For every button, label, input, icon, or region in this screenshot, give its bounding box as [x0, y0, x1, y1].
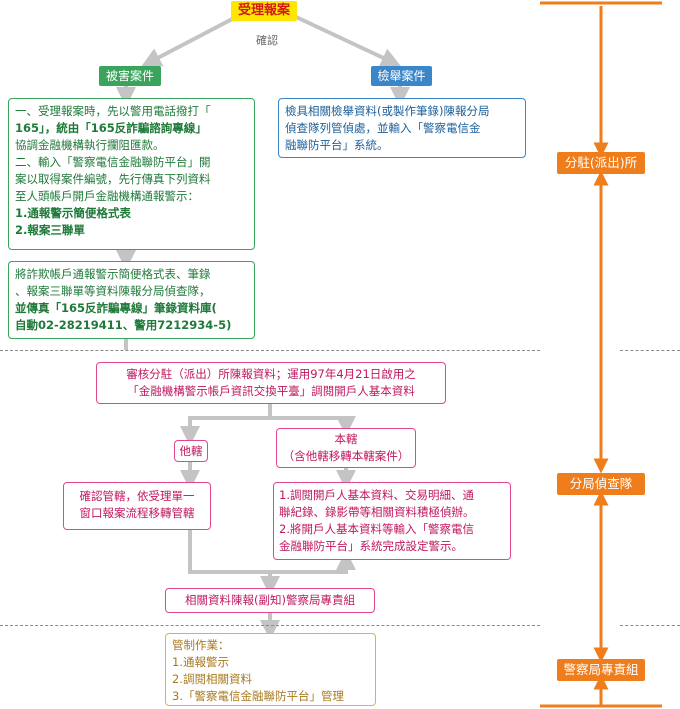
own-line-1: 1.調閱開戶人基本資料、交易明細、通 — [279, 488, 474, 502]
control-line-2: 1.通報警示 — [172, 655, 229, 669]
report-procedure-box: 檢具相關檢舉資料(或製作筆錄)陳報分局 偵查隊列管偵處，並輸入「警察電信金 融聯… — [278, 98, 526, 158]
arrow-review-to-own — [270, 416, 356, 436]
other-line-2: 窗口報案流程移轉管轄 — [79, 506, 195, 520]
review-box: 審核分駐（派出）所陳報資料；運用97年4月21日啟用之 「金融機構警示帳戶資訊交… — [96, 362, 446, 404]
victim-line-5: 案以取得案件編號，先行傳真下列資料 — [15, 172, 211, 186]
level-bureau: 警察局專責組 — [557, 659, 645, 681]
victim-line-7: 1.通報警示簡便格式表 — [15, 206, 131, 220]
own-tag-line-1: 本轄 — [334, 432, 358, 446]
control-box: 管制作業： 1.通報警示 2.調閱相關資料 3.「警察電信金融聯防平台」管理 — [165, 633, 376, 706]
victim-line-2: 165」，統由「165反詐騙諮詢專線」 — [15, 121, 207, 135]
arrow-review-split — [180, 404, 272, 446]
victim-procedure-box: 一、受理報案時，先以警用電話撥打「 165」，統由「165反詐騙諮詢專線」 協調… — [8, 98, 255, 250]
control-line-1: 管制作業： — [172, 638, 230, 652]
other-jurisdiction-tag: 他轄 — [174, 440, 208, 462]
start-node: 受理報案 — [231, 1, 297, 21]
fax-line-4: 自動02-28219411、警用7212934-5) — [15, 318, 232, 332]
report-line-1: 檢具相關檢舉資料(或製作筆錄)陳報分局 — [285, 104, 490, 118]
control-line-3: 2.調閱相關資料 — [172, 672, 252, 686]
fax-line-2: 、報案三聯單等資料陳報分局偵查隊， — [15, 284, 211, 298]
victim-line-3: 協調金融機構執行攔阻匯款。 — [15, 138, 165, 152]
review-line-1: 審核分駐（派出）所陳報資料；運用97年4月21日啟用之 — [126, 367, 416, 381]
level-division: 分局偵查隊 — [557, 473, 645, 495]
fax-line-1: 將詐欺帳戶通報警示簡便格式表、筆錄 — [15, 267, 211, 281]
confirm-label: 確認 — [256, 34, 278, 47]
own-tag-line-2: （含他轄移轉本轄案件） — [282, 449, 410, 463]
own-line-3: 2.將開戶人基本資料等輸入「警察電信 — [279, 522, 474, 536]
report-to-bureau-box: 相關資料陳報(副知)警察局專責組 — [165, 588, 375, 613]
arrow-start-to-victim — [141, 14, 239, 67]
report-line-3: 融聯防平台」系統。 — [285, 138, 389, 152]
control-line-4: 3.「警察電信金融聯防平台」管理 — [172, 689, 344, 703]
own-jurisdiction-tag: 本轄 （含他轄移轉本轄案件） — [276, 428, 416, 468]
own-line-2: 聯紀錄、錄影帶等相關資料積極偵辦。 — [279, 505, 475, 519]
review-line-2: 「金融機構警示帳戶資訊交換平臺」調閱開戶人基本資料 — [127, 384, 415, 398]
report-case-tag: 檢舉案件 — [371, 66, 432, 86]
victim-line-6: 至人頭帳戶開戶金融機構通報警示： — [15, 189, 199, 203]
arrow-start-to-report — [293, 14, 402, 67]
other-line-1: 確認管轄，依受理單一 — [79, 489, 195, 503]
victim-case-tag: 被害案件 — [99, 66, 161, 86]
victim-line-8: 2.報案三聯單 — [15, 223, 85, 237]
separator-right-1 — [620, 350, 680, 351]
fax-line-3: 並傳真「165反詐騙專線」筆錄資料庫( — [15, 301, 217, 315]
victim-line-1: 一、受理報案時，先以警用電話撥打「 — [15, 104, 211, 118]
other-jurisdiction-box: 確認管轄，依受理單一 窗口報案流程移轉管轄 — [63, 482, 211, 530]
fax-report-box: 將詐欺帳戶通報警示簡便格式表、筆錄 、報案三聯單等資料陳報分局偵查隊， 並傳真「… — [8, 261, 255, 339]
separator-right-2 — [620, 625, 680, 626]
level-station: 分駐(派出)所 — [557, 152, 645, 174]
own-jurisdiction-box: 1.調閱開戶人基本資料、交易明細、通 聯紀錄、錄影帶等相關資料積極偵辦。 2.將… — [273, 482, 511, 560]
separator-division-bureau — [0, 625, 540, 626]
report-line-2: 偵查隊列管偵處，並輸入「警察電信金 — [285, 121, 481, 135]
separator-station-division — [0, 350, 540, 351]
own-line-4: 金融聯防平台」系統完成設定警示。 — [279, 539, 463, 553]
victim-line-4: 二、輸入「警察電信金融聯防平台」開 — [15, 155, 211, 169]
